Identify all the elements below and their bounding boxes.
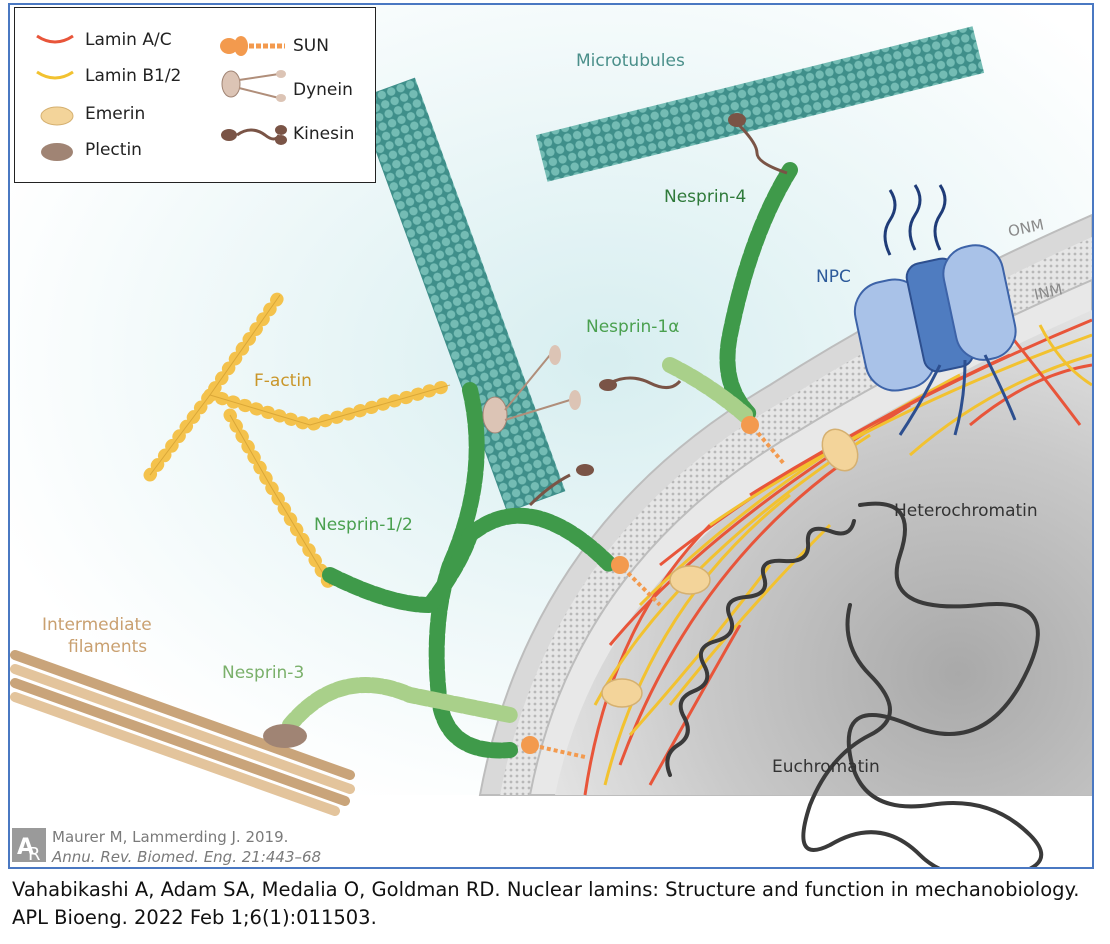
credit-authors: Maurer M, Lammerding J. 2019. <box>52 828 289 846</box>
legend-kinesin: Kinesin <box>293 124 355 144</box>
microtubule-diagonal <box>356 77 566 513</box>
sun-complexes <box>521 416 787 759</box>
label-euchromatin: Euchromatin <box>772 757 880 777</box>
nesprin-1-2-mid <box>322 507 618 614</box>
nucleus <box>478 213 1092 796</box>
legend: Lamin A/C Lamin B1/2 Emerin Plectin SUN … <box>14 7 376 183</box>
heterochromatin-fiber <box>665 519 856 777</box>
microtubule-horizontal <box>535 26 985 182</box>
euchromatin-fiber <box>801 501 1044 867</box>
npc-complex <box>853 184 1017 436</box>
legend-sun: SUN <box>293 36 329 56</box>
legend-emerin: Emerin <box>85 104 146 124</box>
diagram-canvas <box>10 5 1092 867</box>
label-intermediate: Intermediate <box>42 615 152 635</box>
caption-line-1: Vahabikashi A, Adam SA, Medalia O, Goldm… <box>12 878 1080 901</box>
nesprin-chains <box>282 162 798 759</box>
label-nesprin-3: Nesprin-3 <box>222 663 305 683</box>
nesprin-4 <box>719 162 798 423</box>
nesprin-3 <box>282 677 518 733</box>
nesprin-1-2-upper <box>428 382 518 759</box>
figure-frame: Lamin A/C Lamin B1/2 Emerin Plectin SUN … <box>8 3 1094 869</box>
motor-proteins <box>482 113 788 507</box>
svg-text:R: R <box>28 844 41 862</box>
plectin-on-filaments <box>263 724 307 748</box>
svg-text:A: A <box>17 835 34 860</box>
label-nesprin-1-2: Nesprin-1/2 <box>314 515 413 535</box>
lamin-b-icon <box>36 70 74 80</box>
label-microtubules: Microtubules <box>576 51 685 71</box>
legend-dynein: Dynein <box>293 80 353 100</box>
label-heterochromatin: Heterochromatin <box>894 501 1038 521</box>
legend-lamin-b: Lamin B1/2 <box>85 66 182 86</box>
annual-reviews-logo: A R <box>12 828 46 862</box>
nucleoplasm <box>555 310 1092 795</box>
label-nesprin-4: Nesprin-4 <box>664 187 747 207</box>
chromatin <box>665 501 1044 867</box>
plectin-icon <box>41 143 73 161</box>
intermediate-filament-bundle <box>10 650 355 816</box>
label-filaments: filaments <box>68 637 148 657</box>
sun-icon <box>220 36 285 56</box>
label-nesprin-1a: Nesprin-1α <box>586 317 680 337</box>
dynein-icon <box>221 70 286 102</box>
label-npc: NPC <box>816 267 851 287</box>
nuclear-lamina <box>583 318 1092 796</box>
lamin-ac-icon <box>36 34 74 44</box>
emerin-icon <box>40 106 74 126</box>
nesprin-1a <box>662 357 753 423</box>
kinesin-icon <box>221 125 287 145</box>
legend-plectin: Plectin <box>85 140 142 160</box>
label-f-actin: F-actin <box>254 371 312 391</box>
emerin-proteins <box>601 428 859 708</box>
legend-lamin-ac: Lamin A/C <box>85 30 172 50</box>
credit-journal: Annu. Rev. Biomed. Eng. 21:443–68 <box>52 848 322 866</box>
caption-line-2: APL Bioeng. 2022 Feb 1;6(1):011503. <box>12 906 377 929</box>
